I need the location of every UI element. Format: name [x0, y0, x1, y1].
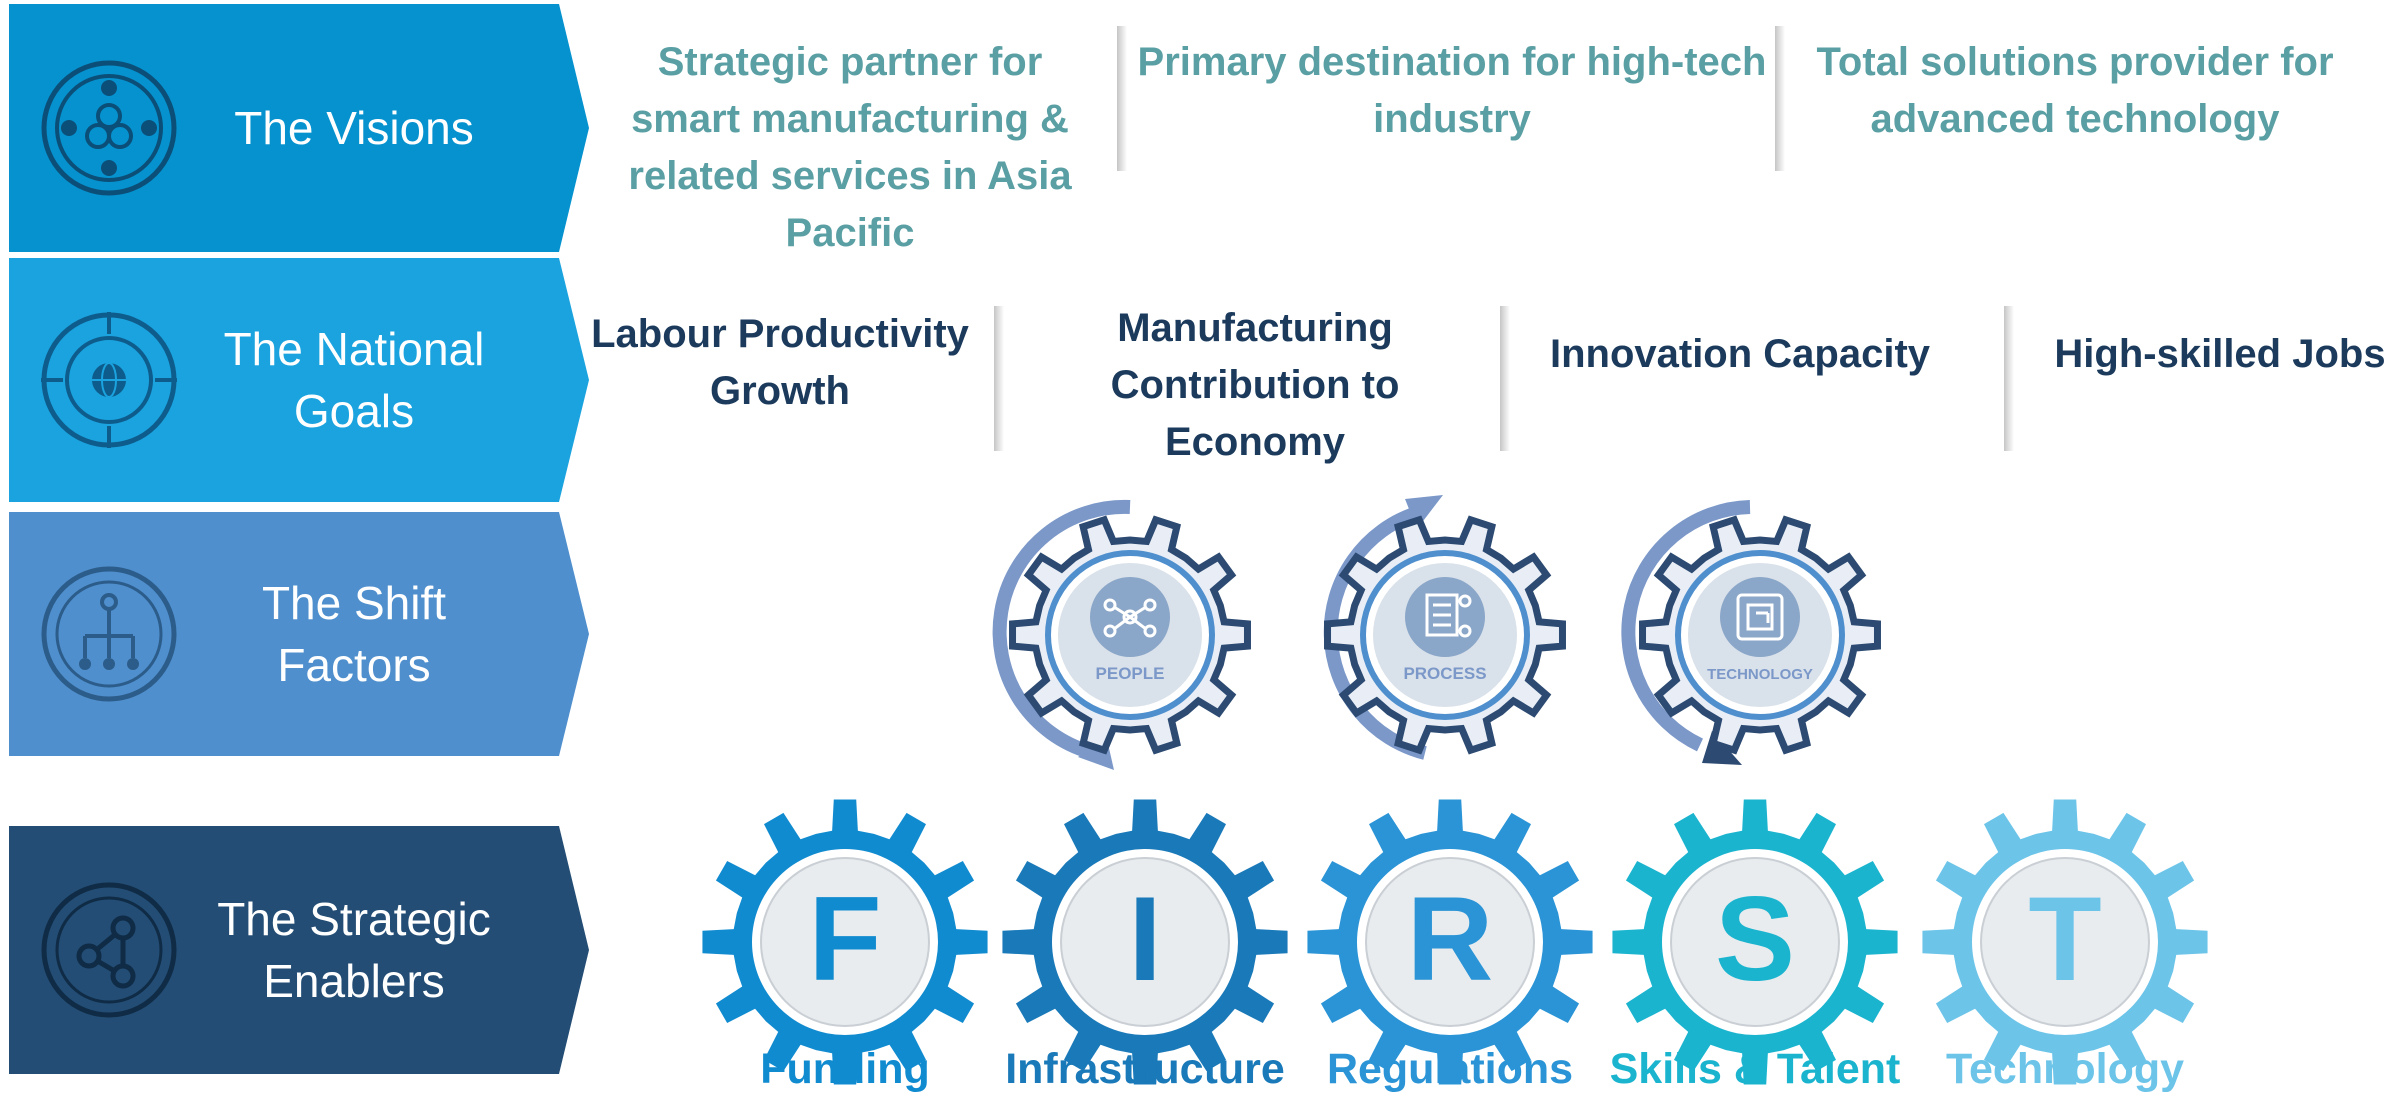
row-label-line: The Visions [234, 102, 474, 154]
goal-line: Labour Productivity [591, 312, 969, 356]
row-label-line: Goals [293, 385, 415, 437]
goal-line: Growth [710, 369, 850, 413]
enabler-gear: T [1922, 799, 2208, 1085]
banner-arrow-shape [9, 512, 589, 756]
enabler-word: Funding [760, 1045, 930, 1093]
column-divider [994, 306, 1004, 451]
process-gear: PROCESS [1323, 495, 1566, 760]
globe-icon [41, 312, 177, 448]
shift-factor-label: PEOPLE [1096, 664, 1165, 683]
column-divider [2004, 306, 2014, 451]
vision-line: Pacific [785, 211, 915, 255]
technology-gear: TECHNOLOGY [1621, 500, 1881, 765]
enabler-letter: F [808, 872, 881, 1006]
vision-line: Strategic partner for [657, 40, 1043, 84]
enabler-technology: T Technology [1920, 797, 2210, 1093]
national-goal: Labour Productivity Growth [590, 306, 970, 420]
trefoil-icon [41, 60, 177, 196]
enabler-gear: F [702, 799, 988, 1085]
people-network-icon [1103, 598, 1157, 638]
vision-line: industry [1373, 97, 1531, 141]
vision-statement: Strategic partner for smart manufacturin… [615, 34, 1085, 262]
enabler-letter: I [1128, 872, 1161, 1006]
goal-line: Economy [1164, 420, 1346, 464]
row-label: The Visions [179, 97, 529, 159]
banner-arrow-shape [9, 826, 589, 1074]
vision-line: Primary destination for high-tech [1137, 40, 1767, 84]
shift-factor-label: PROCESS [1403, 664, 1486, 683]
row-strategic-enablers-banner: The Strategic Enablers [9, 826, 589, 1074]
banner-arrow-shape [9, 258, 589, 502]
national-goal: Manufacturing Contribution to Economy [1055, 300, 1455, 471]
column-divider [1500, 306, 1510, 451]
enabler-gear: S [1612, 799, 1898, 1085]
banner-arrow-shape [9, 4, 589, 252]
row-label: The National Goals [179, 318, 529, 442]
row-label-line: The Strategic [217, 893, 491, 945]
row-label-line: The National [223, 323, 485, 375]
enabler-word: Regulations [1326, 1045, 1574, 1093]
goal-line: High-skilled Jobs [2054, 332, 2386, 376]
network-icon [41, 882, 177, 1018]
chip-icon [1736, 593, 1784, 641]
cycle-arrow [992, 499, 1131, 759]
vision-line: related services in Asia [628, 154, 1072, 198]
enabler-letter: S [1715, 872, 1795, 1006]
enabler-gear: R [1307, 799, 1593, 1085]
row-label: The Shift Factors [179, 572, 529, 696]
people-gear: PEOPLE [992, 499, 1251, 770]
enabler-regulations: R Regulations [1305, 797, 1595, 1093]
enabler-gear: I [1002, 799, 1288, 1085]
process-document-icon [1425, 593, 1472, 638]
row-national-goals-banner: The National Goals [9, 258, 589, 502]
national-goal: High-skilled Jobs [2050, 326, 2390, 383]
column-divider [1775, 26, 1785, 171]
enabler-infrastructure: I Infrastructure [1000, 797, 1290, 1093]
enabler-letter: R [1407, 872, 1494, 1006]
goal-line: Manufacturing [1117, 306, 1393, 350]
hierarchy-icon [41, 566, 177, 702]
row-visions-banner: The Visions [9, 4, 589, 252]
vision-line: Total solutions provider for [1816, 40, 2334, 84]
enabler-word: Skills & Talent [1609, 1045, 1901, 1093]
enabler-skills-talent: S Skills & Talent [1610, 797, 1900, 1093]
row-label-line: Factors [277, 639, 431, 691]
row-label-line: The Shift [261, 577, 447, 629]
enabler-word: Technology [1945, 1045, 2185, 1093]
national-goal: Innovation Capacity [1520, 326, 1960, 383]
row-label-line: Enablers [263, 955, 445, 1007]
row-label: The Strategic Enablers [179, 888, 529, 1012]
row-shift-factors-banner: The Shift Factors [9, 512, 589, 756]
vision-line: advanced technology [1870, 97, 2280, 141]
vision-line: smart manufacturing & [631, 97, 1069, 141]
cycle-arrow [1621, 500, 1751, 752]
enabler-word: Infrastructure [1005, 1045, 1285, 1093]
goal-line: Innovation Capacity [1549, 332, 1931, 376]
shift-factor-label: TECHNOLOGY [1707, 666, 1813, 683]
goal-line: Contribution to [1110, 363, 1400, 407]
enabler-funding: F Funding [700, 797, 990, 1093]
vision-statement: Primary destination for high-tech indust… [1132, 34, 1772, 148]
column-divider [1117, 26, 1127, 171]
enabler-letter: T [2028, 872, 2101, 1006]
vision-statement: Total solutions provider for advanced te… [1800, 34, 2350, 148]
